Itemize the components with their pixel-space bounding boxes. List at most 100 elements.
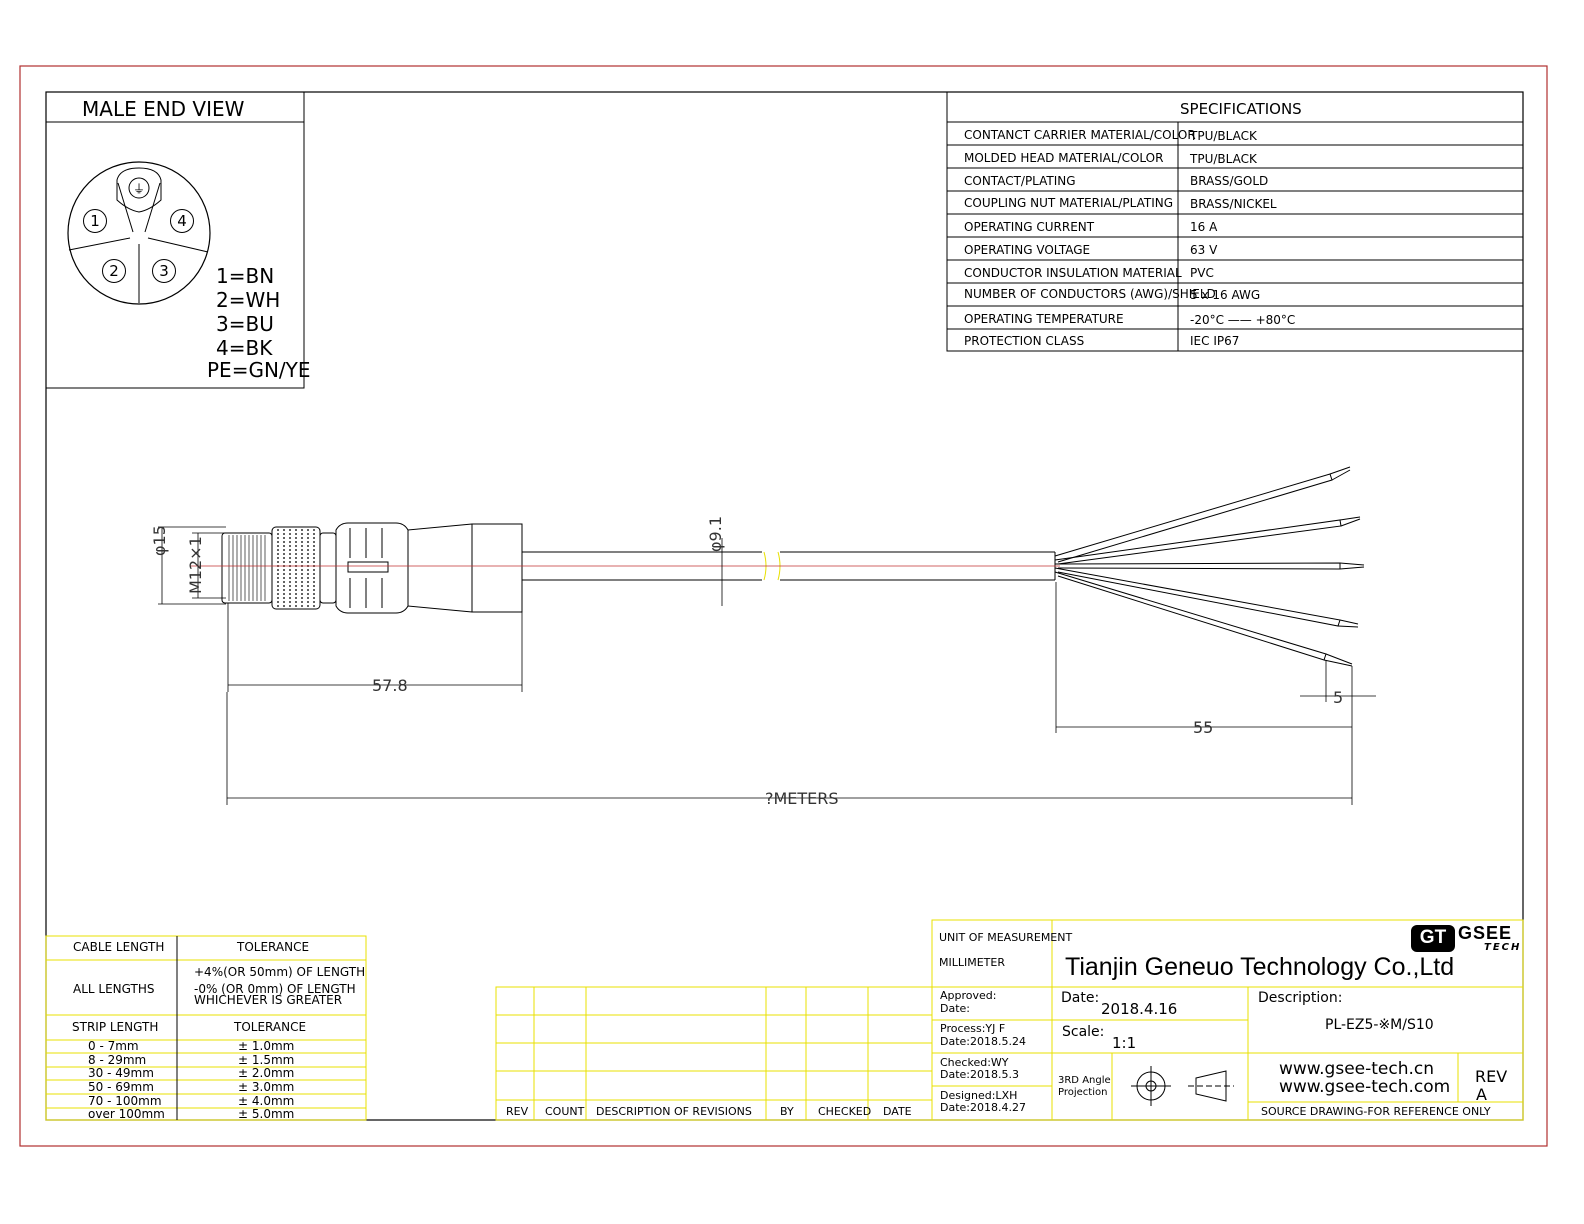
approved-label: Approved: — [940, 989, 997, 1002]
tolerance-table-grid — [45, 935, 367, 1121]
logo-name: GSEE — [1458, 923, 1513, 943]
rev-header-rev: REV — [506, 1105, 529, 1118]
pin-1-label: 1 — [83, 209, 107, 233]
spec-value: 63 V — [1190, 243, 1218, 257]
male-end-view-box: ⏚ — [45, 91, 305, 389]
spec-label: NUMBER OF CONDUCTORS (AWG)/SHIELD — [964, 287, 1216, 301]
tol-all-line-3: WHICHEVER IS GREATER — [194, 993, 343, 1007]
spec-table-grid — [946, 91, 1524, 352]
spec-label: CONDUCTOR INSULATION MATERIAL — [964, 266, 1182, 280]
spec-label: OPERATING CURRENT — [964, 220, 1095, 234]
projection-line-2: Projection — [1058, 1087, 1108, 1098]
spec-label: MOLDED HEAD MATERIAL/COLOR — [964, 151, 1164, 165]
scale-label: Scale: — [1062, 1024, 1105, 1040]
spec-label: OPERATING VOLTAGE — [964, 243, 1091, 257]
strip-range: 30 - 49mm — [88, 1066, 154, 1080]
wiring-1: 1=BN — [216, 264, 275, 288]
spec-value: 5 x 16 AWG — [1190, 288, 1261, 302]
approved-date: Date: — [940, 1002, 970, 1015]
description-value: PL-EZ5-※M/S10 — [1325, 1017, 1434, 1033]
title-block-grid — [931, 919, 1524, 1121]
male-end-view-title: MALE END VIEW — [82, 97, 245, 121]
unit-label: UNIT OF MEASUREMENT — [939, 931, 1073, 944]
pin-2-label: 2 — [102, 259, 126, 283]
rev-label: REV — [1475, 1067, 1508, 1086]
strip-tol: ± 5.0mm — [238, 1107, 295, 1121]
dim-strip: 5 — [1333, 688, 1344, 707]
spec-value: TPU/BLACK — [1190, 129, 1257, 143]
cable-drawing — [190, 466, 1365, 667]
designed-date: Date:2018.4.27 — [940, 1101, 1026, 1114]
unit-value: MILLIMETER — [939, 956, 1005, 969]
strip-range: over 100mm — [88, 1107, 165, 1121]
checked-label: Checked:WY — [940, 1056, 1009, 1069]
connector-face — [67, 161, 211, 305]
process-date: Date:2018.5.24 — [940, 1035, 1026, 1048]
spec-value: -20°C —— +80°C — [1190, 313, 1296, 327]
company-name: Tianjin Geneuo Technology Co.,Ltd — [1065, 953, 1455, 981]
strip-tol: ± 1.5mm — [238, 1053, 295, 1067]
logo-mark: GT — [1419, 927, 1447, 948]
tol-cable-header: CABLE LENGTH — [73, 940, 165, 954]
rev-header-checked: CHECKED — [818, 1105, 872, 1118]
wiring-2: 2=WH — [216, 288, 281, 312]
wiring-pe: PE=GN/YE — [207, 358, 311, 382]
rev-header-by: BY — [780, 1105, 794, 1118]
strip-tol: ± 4.0mm — [238, 1094, 295, 1108]
spec-value: BRASS/NICKEL — [1190, 197, 1277, 211]
dim-wire-length: 55 — [1193, 718, 1214, 737]
spec-label: COUPLING NUT MATERIAL/PLATING — [964, 196, 1174, 210]
spec-title: SPECIFICATIONS — [1180, 100, 1302, 118]
dim-thread: M12×1 — [186, 536, 205, 594]
tol-cable-tol-header: TOLERANCE — [237, 940, 310, 954]
rev-header-count: COUNT — [545, 1105, 585, 1118]
dim-dia15: φ15 — [150, 525, 169, 556]
revision-table-grid — [495, 986, 933, 1121]
projection-line-1: 3RD Angle — [1058, 1075, 1111, 1086]
description-label: Description: — [1258, 990, 1343, 1006]
date-value: 2018.4.16 — [1101, 1000, 1178, 1018]
designed-label: Designed:LXH — [940, 1089, 1018, 1102]
strip-tol: ± 3.0mm — [238, 1080, 295, 1094]
rev-header-date: DATE — [883, 1105, 912, 1118]
tol-strip-header: STRIP LENGTH — [72, 1020, 159, 1034]
strip-range: 0 - 7mm — [88, 1039, 139, 1053]
pin-3-label: 3 — [152, 259, 176, 283]
spec-value: PVC — [1190, 266, 1214, 280]
spec-value: IEC IP67 — [1190, 334, 1240, 348]
tol-all-line-1: +4%(OR 50mm) OF LENGTH — [194, 965, 366, 979]
strip-range: 70 - 100mm — [88, 1094, 162, 1108]
spec-label: OPERATING TEMPERATURE — [964, 312, 1124, 326]
dim-total-length: ?METERS — [765, 789, 839, 808]
strip-tol: ± 2.0mm — [238, 1066, 295, 1080]
projection-symbol-icon — [1131, 1066, 1234, 1106]
svg-text:⏚: ⏚ — [133, 182, 145, 196]
spec-value: TPU/BLACK — [1190, 152, 1257, 166]
spec-label: CONTACT/PLATING — [964, 174, 1076, 188]
dimension-lines — [158, 526, 1376, 805]
logo-sub: TECH — [1484, 942, 1522, 953]
dim-head-length: 57.8 — [372, 676, 408, 695]
process-label: Process:YJ F — [940, 1022, 1006, 1035]
spec-label: PROTECTION CLASS — [964, 334, 1085, 348]
date-label: Date: — [1061, 990, 1100, 1006]
source-note: SOURCE DRAWING-FOR REFERENCE ONLY — [1261, 1105, 1491, 1118]
strip-tol: ± 1.0mm — [238, 1039, 295, 1053]
wiring-3: 3=BU — [216, 312, 274, 336]
tol-strip-tol-header: TOLERANCE — [234, 1020, 307, 1034]
pin-4-label: 4 — [170, 209, 194, 233]
wiring-4: 4=BK — [216, 336, 273, 360]
dim-dia9: φ9.1 — [706, 516, 725, 552]
spec-value: 16 A — [1190, 220, 1218, 234]
website-com: www.gsee-tech.com — [1279, 1077, 1451, 1097]
scale-value: 1:1 — [1112, 1034, 1137, 1052]
company-logo — [1411, 925, 1455, 952]
spec-label: CONTANCT CARRIER MATERIAL/COLOR — [964, 128, 1196, 142]
spec-value: BRASS/GOLD — [1190, 174, 1269, 188]
website-cn: www.gsee-tech.cn — [1279, 1059, 1435, 1079]
tol-all-lengths: ALL LENGTHS — [73, 982, 155, 996]
rev-value: A — [1476, 1085, 1487, 1104]
strip-range: 8 - 29mm — [88, 1053, 147, 1067]
tol-all-line-2: -0% (OR 0mm) OF LENGTH — [194, 982, 356, 996]
